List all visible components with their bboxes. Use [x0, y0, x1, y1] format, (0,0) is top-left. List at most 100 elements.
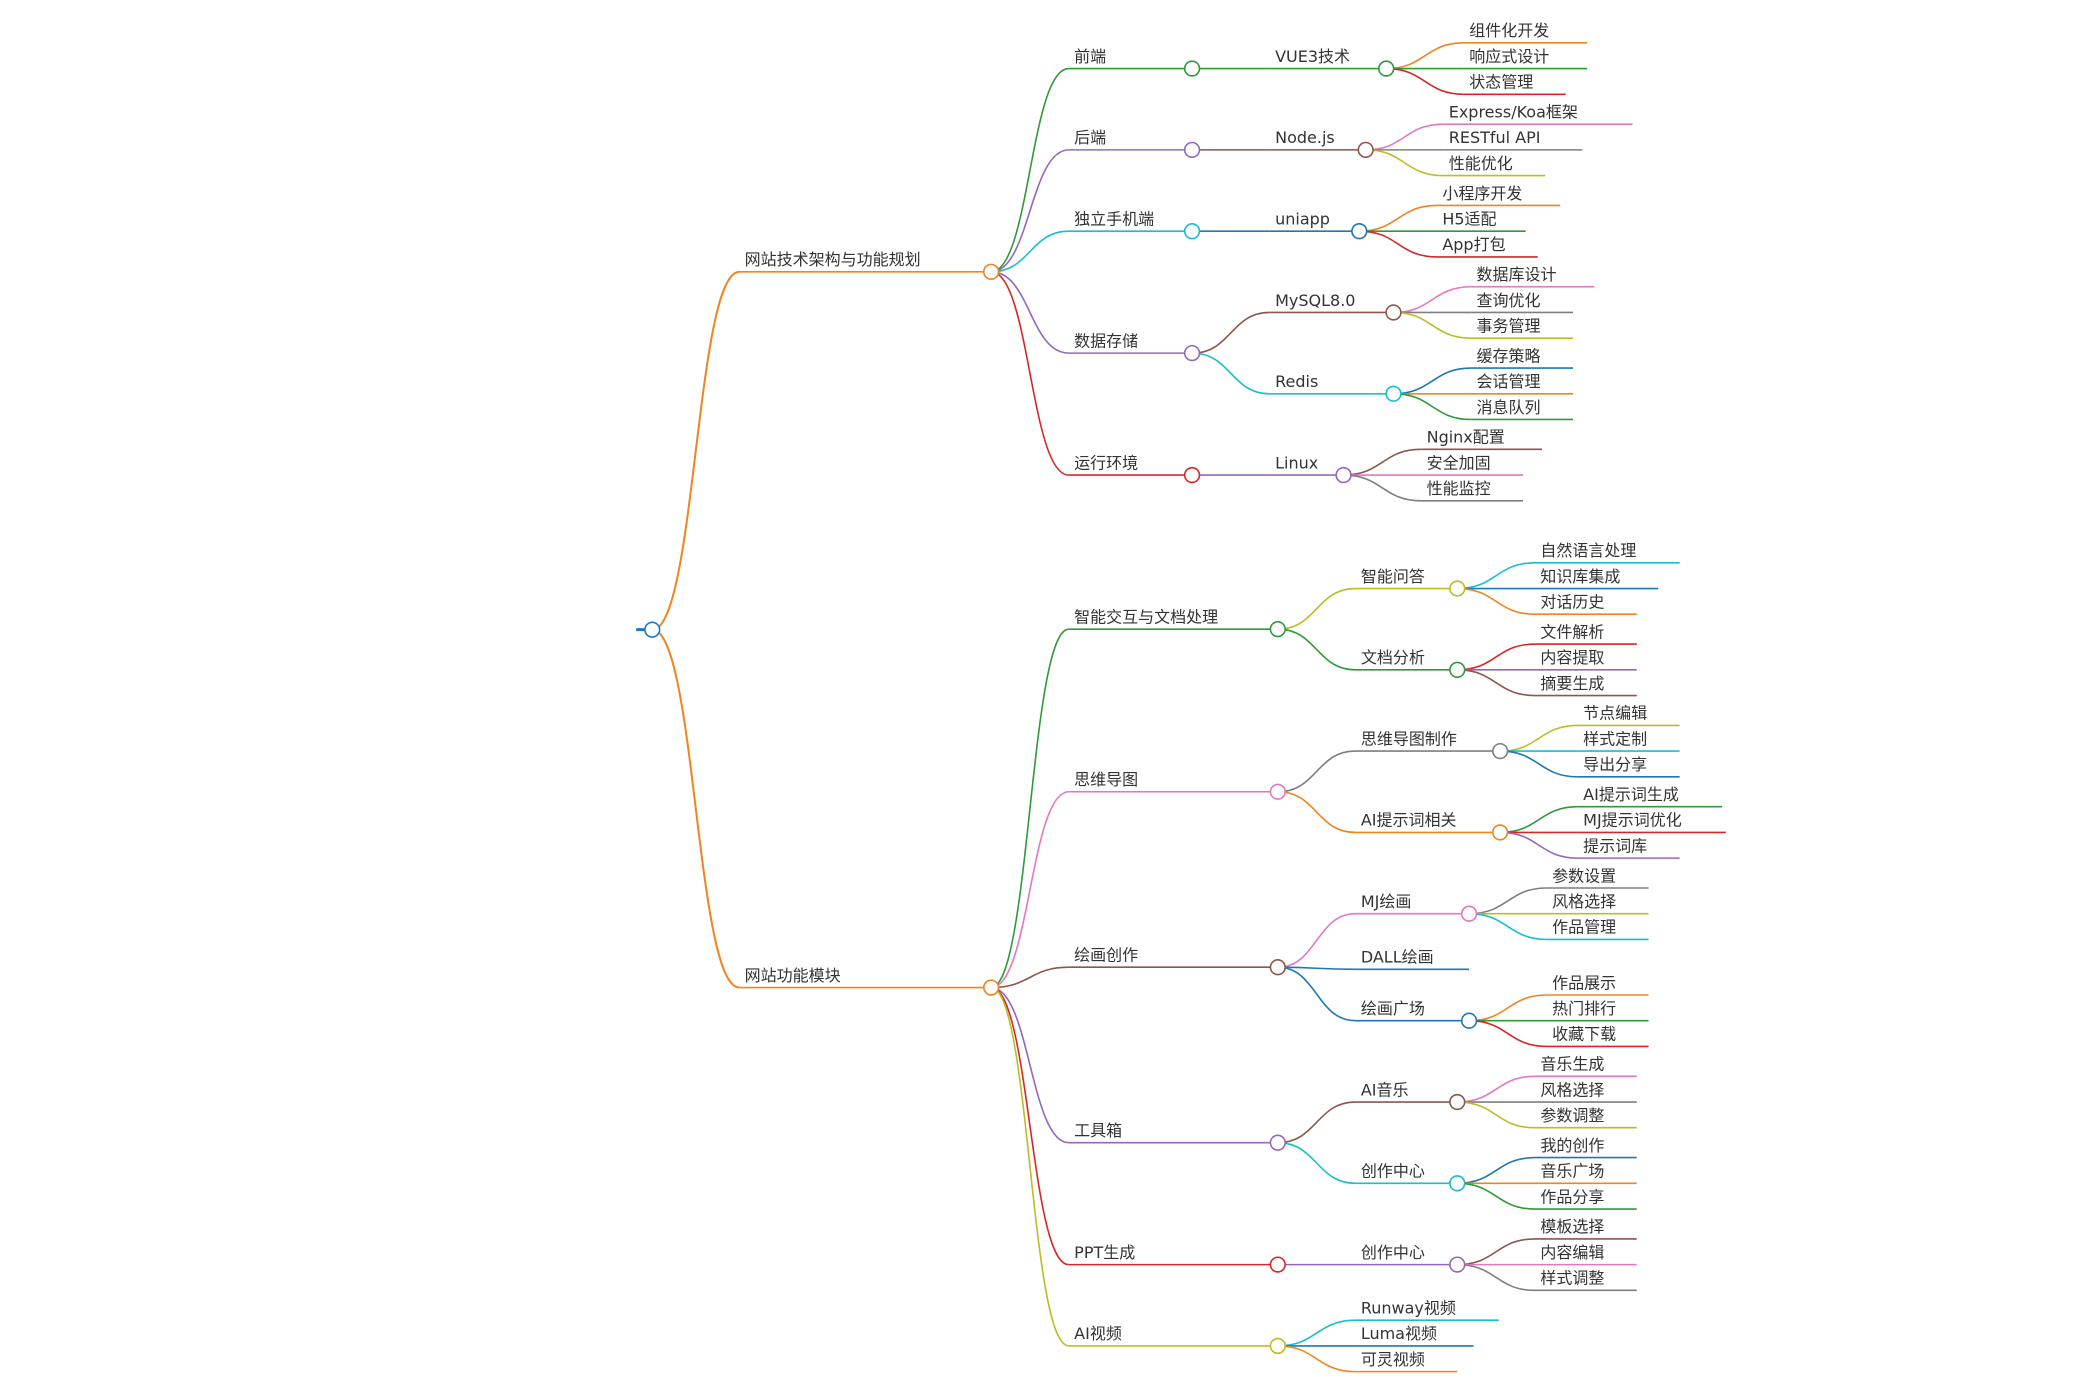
- branch-connector: [1192, 311, 1270, 354]
- topic-label: AI视频: [1074, 1324, 1122, 1343]
- branch-connector: [990, 986, 1070, 1266]
- topic-label: 后端: [1074, 128, 1106, 147]
- leaf-label: 内容编辑: [1540, 1243, 1604, 1262]
- branch-connector: [991, 986, 1069, 1144]
- expand-toggle-icon: [1357, 141, 1374, 159]
- leaf-label: 风格选择: [1552, 892, 1616, 911]
- topic-label: 工具箱: [1074, 1121, 1122, 1140]
- leaf-label: 音乐生成: [1540, 1055, 1604, 1074]
- expand-toggle-icon: [1269, 1256, 1286, 1273]
- branch-connector: [1393, 392, 1472, 421]
- leaf-label: Nginx配置: [1427, 428, 1505, 447]
- expand-toggle-icon: [1460, 1012, 1478, 1029]
- leaf-label: 作品管理: [1552, 918, 1616, 937]
- topic-label: MySQL8.0: [1275, 291, 1355, 310]
- branch-connector: [1359, 204, 1437, 232]
- expand-toggle-icon: [1491, 824, 1509, 841]
- expand-toggle-icon: [1491, 742, 1509, 760]
- leaf-label: RESTful API: [1449, 128, 1541, 147]
- branch-connector: [1457, 1263, 1535, 1292]
- leaf-label: 音乐广场: [1540, 1162, 1604, 1181]
- leaf-label: DALL绘画: [1361, 948, 1434, 967]
- branch-connector: [1500, 831, 1578, 859]
- leaf-label: 提示词库: [1583, 836, 1647, 855]
- branch-connector: [1500, 805, 1578, 834]
- topic-label: PPT生成: [1074, 1243, 1135, 1262]
- leaf-label: 模板选择: [1540, 1217, 1604, 1236]
- branch-connector: [991, 67, 1069, 273]
- branch-connector: [991, 790, 1069, 989]
- leaf-label: Luma视频: [1361, 1324, 1437, 1343]
- leaf-label: 样式定制: [1583, 729, 1647, 748]
- leaf-label: 消息队列: [1477, 398, 1541, 417]
- leaf-label: 节点编辑: [1583, 704, 1647, 723]
- branch-connector: [1386, 67, 1464, 96]
- branch-label: 网站技术架构与功能规划: [745, 250, 921, 269]
- branch-connector: [991, 271, 1069, 354]
- branch-connector: [1343, 448, 1422, 476]
- branch-connector: [991, 271, 1069, 476]
- leaf-label: 收藏下载: [1552, 1025, 1616, 1044]
- branch-connector: [1457, 587, 1535, 616]
- branch-connector: [1469, 887, 1547, 915]
- topic-label: 独立手机端: [1074, 209, 1154, 228]
- topic-label: VUE3技术: [1275, 47, 1350, 66]
- topic-label: 前端: [1074, 47, 1106, 66]
- leaf-label: 状态管理: [1469, 73, 1533, 92]
- expand-toggle-icon: [1269, 1337, 1286, 1355]
- leaf-label: 参数设置: [1552, 866, 1616, 885]
- leaf-label: 作品展示: [1552, 973, 1616, 992]
- branch-connector: [990, 986, 1070, 1347]
- topic-label: Linux: [1275, 453, 1318, 472]
- expand-toggle-icon: [1335, 466, 1352, 484]
- branch-connector: [1457, 1075, 1535, 1103]
- branch-connector: [1365, 123, 1444, 151]
- branch-connector: [1277, 1101, 1356, 1144]
- leaf-label: 作品分享: [1540, 1187, 1604, 1206]
- leaf-label: 会话管理: [1477, 372, 1541, 391]
- expand-toggle-icon: [982, 979, 1000, 996]
- leaf-label: 热门排行: [1552, 999, 1616, 1018]
- leaf-label: H5适配: [1442, 209, 1496, 228]
- branch-connector: [991, 149, 1069, 273]
- branch-connector: [1343, 474, 1422, 502]
- topic-label: AI音乐: [1361, 1080, 1409, 1099]
- leaf-label: 组件化开发: [1469, 21, 1549, 40]
- branch-connector: [1457, 643, 1535, 671]
- expand-toggle-icon: [1385, 385, 1402, 402]
- branch-connector: [1457, 669, 1535, 697]
- expand-toggle-icon: [1385, 304, 1402, 321]
- topic-label: 绘画广场: [1361, 999, 1425, 1018]
- expand-toggle-icon: [1449, 580, 1466, 597]
- expand-toggle-icon: [1269, 1134, 1286, 1151]
- branch-connector: [1457, 561, 1535, 590]
- topic-label: 创作中心: [1361, 1162, 1425, 1181]
- expand-toggle-icon: [1460, 905, 1478, 922]
- branch-connector: [1277, 790, 1356, 834]
- branch-connector: [1277, 1345, 1356, 1373]
- topic-label: 绘画创作: [1074, 946, 1138, 965]
- branch-connector: [1393, 311, 1472, 339]
- expand-toggle-icon: [1269, 620, 1286, 638]
- expand-toggle-icon: [644, 621, 661, 638]
- topic-label: MJ绘画: [1361, 892, 1412, 911]
- branch-connector: [990, 628, 1070, 989]
- leaf-label: Express/Koa框架: [1449, 102, 1578, 121]
- branch-connector: [1457, 1101, 1535, 1129]
- topic-label: Redis: [1275, 372, 1318, 391]
- branch-connector: [991, 966, 1069, 989]
- mind-map-nodes: 可灵视频网站技术架构与功能规划前端VUE3技术组件化开发响应式设计状态管理后端N…: [644, 21, 1682, 1369]
- leaf-label: 对话历史: [1540, 593, 1604, 612]
- leaf-label: 摘要生成: [1540, 674, 1604, 693]
- leaf-label: 自然语言处理: [1540, 541, 1636, 560]
- leaf-label: 文件解析: [1540, 622, 1604, 641]
- topic-label: 智能交互与文档处理: [1074, 607, 1218, 626]
- branch-connector: [1457, 1156, 1535, 1185]
- leaf-label: 事务管理: [1477, 316, 1541, 335]
- leaf-label: 数据库设计: [1477, 265, 1557, 284]
- topic-label: Node.js: [1275, 128, 1335, 147]
- branch-connector: [1277, 587, 1356, 630]
- leaf-label: 安全加固: [1427, 453, 1491, 472]
- leaf-label: AI提示词生成: [1583, 785, 1679, 804]
